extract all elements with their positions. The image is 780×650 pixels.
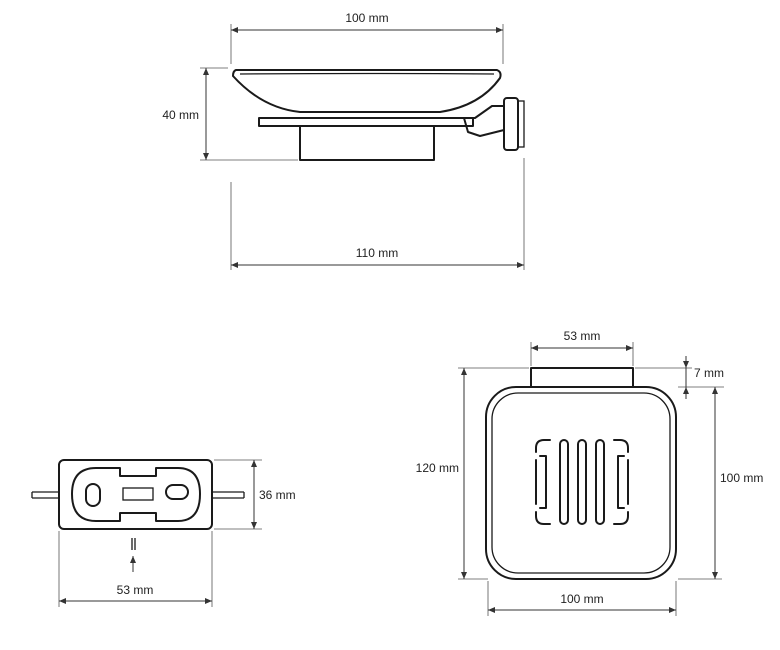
plan-dish-inner <box>491 392 671 574</box>
bracket-hole-left <box>85 483 101 507</box>
dim-plan-top-offset: 7 mm <box>694 366 724 380</box>
bracket-view: 36 mm 53 mm <box>31 459 296 607</box>
plan-dish-outer <box>485 386 677 580</box>
wall-flange <box>503 97 519 151</box>
dim-plan-top-width: 53 mm <box>564 329 601 343</box>
dim-plan-width: 100 mm <box>560 592 603 606</box>
dim-plan-height-total: 120 mm <box>416 461 459 475</box>
dim-top-width: 100 mm <box>345 11 388 25</box>
dim-bracket-height: 36 mm <box>259 488 296 502</box>
dish-rim-line <box>239 72 495 75</box>
plan-view: 53 mm 7 mm 120 mm 100 mm 100 mm <box>416 329 763 616</box>
drain-slot-edge-left <box>535 439 551 525</box>
drain-slot <box>559 439 569 525</box>
bracket-hole-right <box>165 484 189 500</box>
dim-bracket-width: 53 mm <box>117 583 154 597</box>
drain-slot-edge-right <box>613 439 629 525</box>
side-view: 100 mm 40 mm 110 mm <box>162 11 525 270</box>
drain-slot <box>595 439 605 525</box>
wall-flange-inner <box>517 100 525 148</box>
holder-arm <box>463 105 505 137</box>
plan-mount-block <box>530 367 634 388</box>
dim-top-height: 40 mm <box>162 108 199 122</box>
bracket-center-slot <box>122 487 154 501</box>
bracket-slot <box>71 467 201 522</box>
dim-plan-height: 100 mm <box>720 471 763 485</box>
dim-top-depth: 110 mm <box>356 246 398 260</box>
drain-slot <box>577 439 587 525</box>
holder-block <box>299 125 435 161</box>
bracket-plate <box>58 459 213 530</box>
dish-bowl <box>232 69 502 113</box>
dish-plate <box>258 117 474 127</box>
